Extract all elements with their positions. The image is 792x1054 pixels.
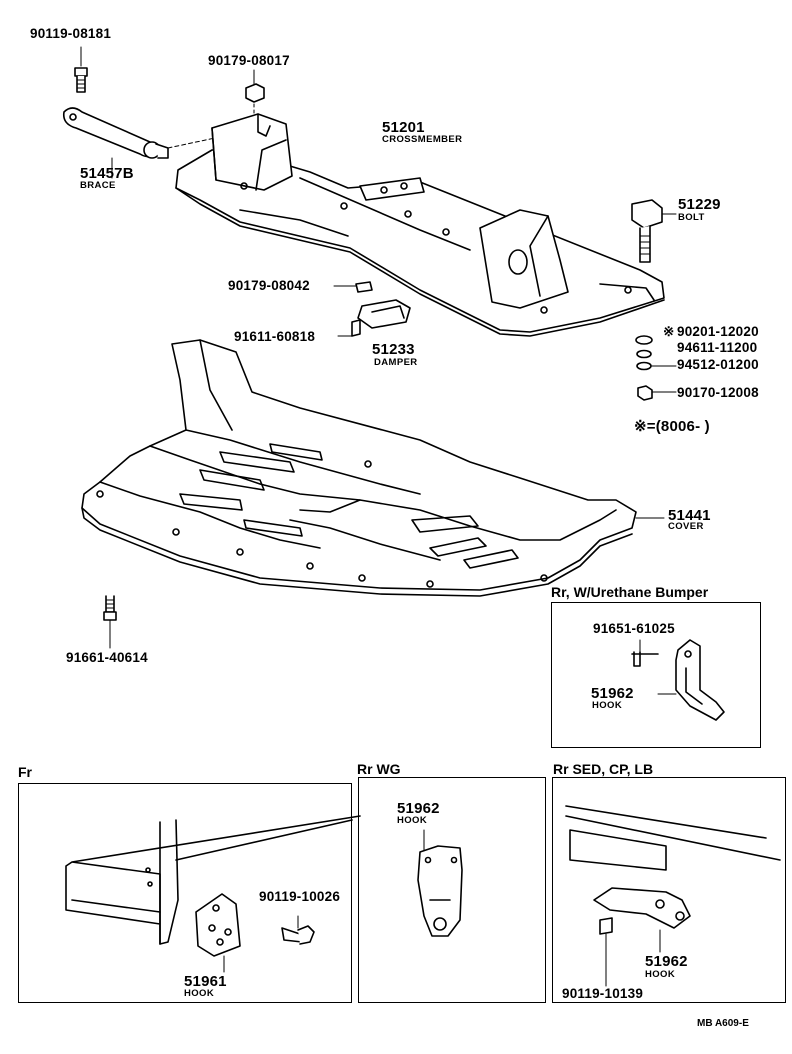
damper-51233-drawing [333,281,411,337]
part-number-label: 94611-11200 [677,340,758,355]
part-marker: ※ [663,324,675,339]
nut-90179-08017-drawing [245,69,265,119]
part-number-label: 90179-08017 [208,53,290,68]
bolt-90119-08181-drawing [74,46,88,93]
brace-51457b-drawing [62,107,216,179]
part-number-label: 51229 [678,196,721,213]
part-number-label: 51457B [80,165,134,182]
part-name-label: HOOK [592,700,623,711]
part-name-label: HOOK [184,988,215,999]
part-number-label: 51233 [372,341,415,358]
part-name-label: HOOK [397,815,428,826]
part-number-label: 90201-12020 [677,324,759,339]
part-number-label: 51201 [382,119,425,136]
part-name-label: CROSSMEMBER [382,134,463,145]
date-note: ※=(8006- ) [634,418,710,435]
cover-51441-drawing [81,339,665,597]
inset-urethane [551,602,761,748]
part-number-label: 51441 [668,507,711,524]
part-number-label: 94512-01200 [677,357,759,372]
part-number-label: 90119-10139 [562,986,644,1001]
diagram-code: MB A609-E [697,1018,749,1029]
part-number-label: 90119-10026 [259,889,341,904]
fr-inset-drawing [65,815,361,973]
urethane-hook-drawing [631,639,725,721]
bolt-91661-40614-drawing [103,595,117,649]
part-number-label: 51962 [591,685,634,702]
part-name-label: DAMPER [374,357,418,368]
inset-title-fr: Fr [18,764,32,780]
part-number-label: 51962 [397,800,440,817]
inset-title-rrwg: Rr WG [357,761,401,777]
inset-rrwg [358,777,546,1003]
part-number-label: 91661-40614 [66,650,148,665]
part-name-label: COVER [668,521,704,532]
part-number-label: 91651-61025 [593,621,675,636]
part-number-label: 90170-12008 [677,385,759,400]
part-number-label: 91611-60818 [234,329,316,344]
inset-title-rrsed: Rr SED, CP, LB [553,761,654,777]
inset-fr [18,783,352,1003]
rrwg-inset-drawing [417,829,463,937]
inset-title-urethane: Rr, W/Urethane Bumper [551,584,709,600]
part-name-label: BOLT [678,212,705,223]
washers-right-drawing [635,335,677,401]
part-number-label: 51962 [645,953,688,970]
bolt-51229-drawing [631,199,677,263]
inset-rrsed [552,777,786,1003]
rrsed-inset-drawing [565,805,781,987]
part-name-label: BRACE [80,180,116,191]
part-number-label: 90179-08042 [228,278,310,293]
part-number-label: 90119-08181 [30,26,112,41]
crossmember-51201-drawing [175,113,665,337]
part-name-label: HOOK [645,969,676,980]
part-number-label: 51961 [184,973,227,990]
